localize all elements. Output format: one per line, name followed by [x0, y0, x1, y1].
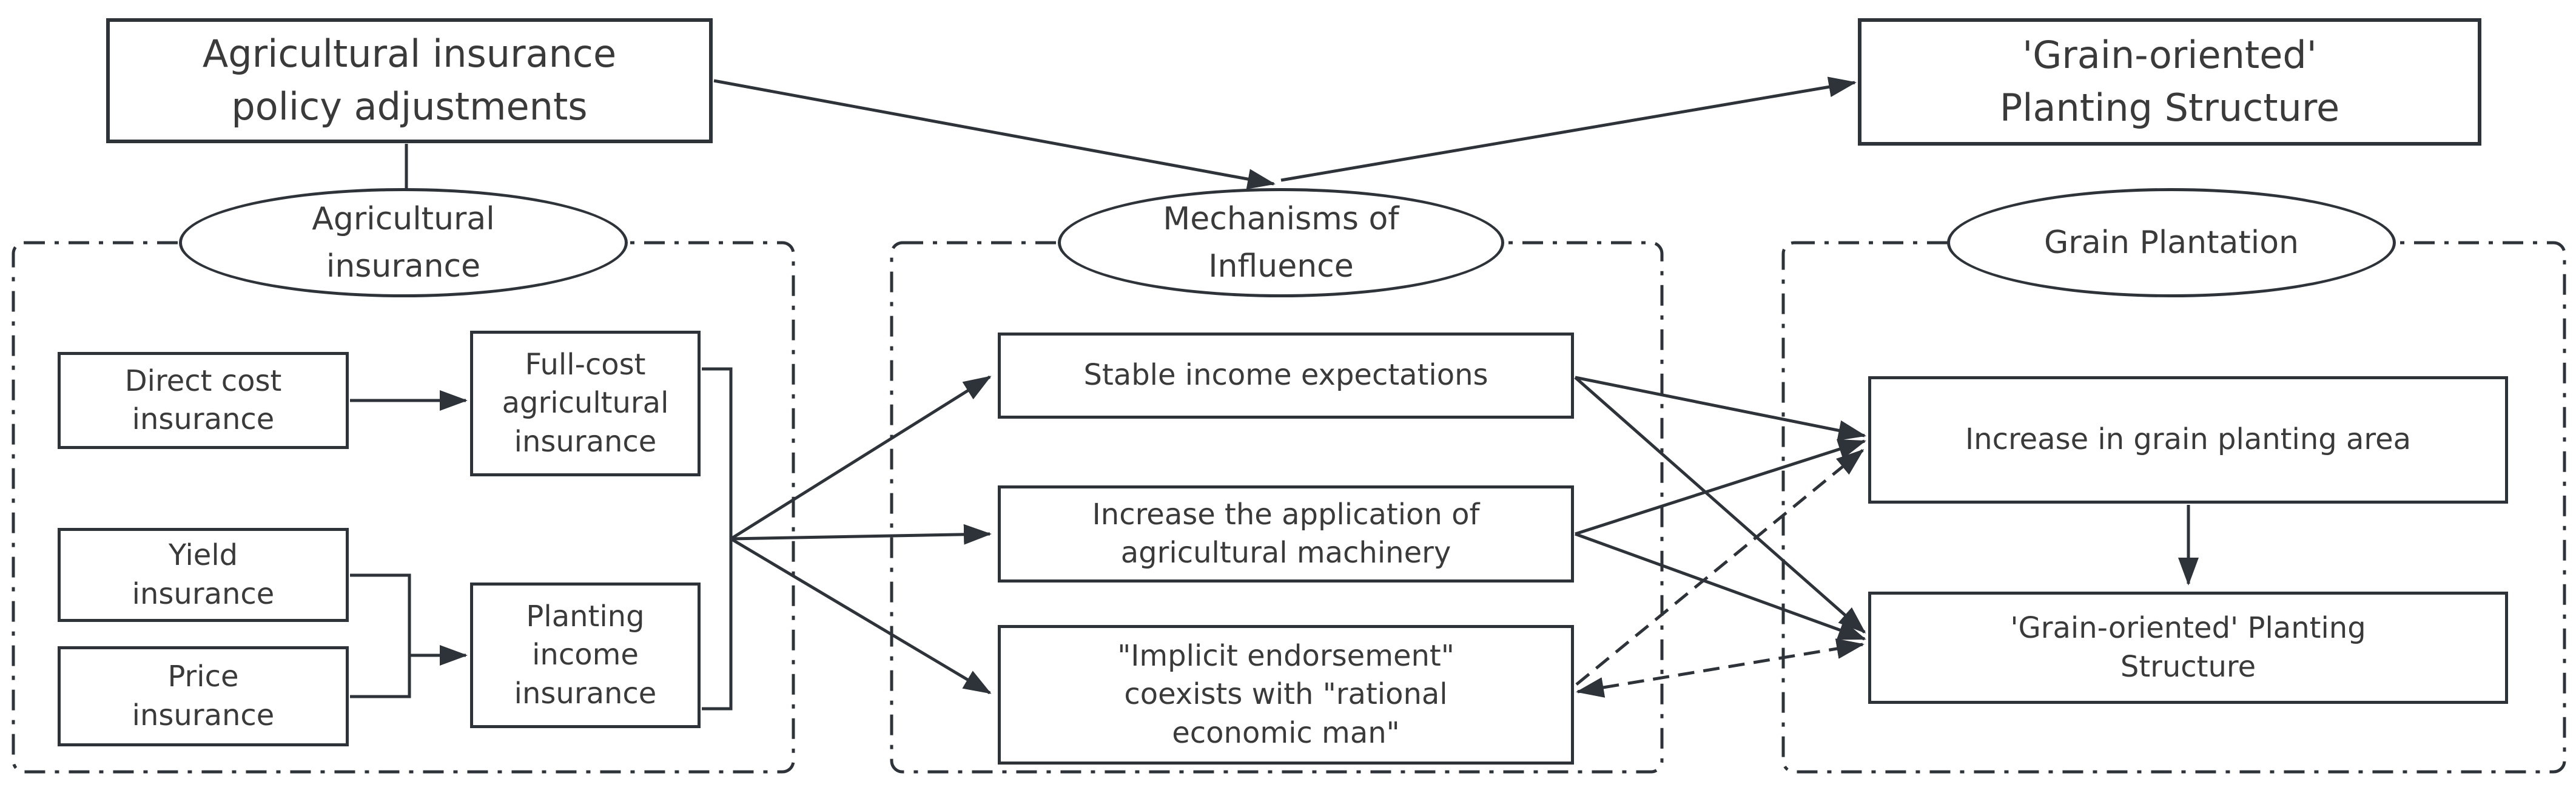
grain-oriented-structure-top-box: 'Grain-oriented' Planting Structure: [1858, 18, 2481, 146]
node-direct-cost-insurance: Direct cost insurance: [58, 352, 349, 449]
node-yield-insurance: Yield insurance: [58, 528, 349, 622]
edge-insurance-to-stable-income: [730, 375, 992, 541]
node-increase-agricultural-machinery: Increase the application of agricultural…: [998, 485, 1574, 583]
node-stable-income-expectations: Stable income expectations: [998, 333, 1574, 419]
mechanisms-of-influence-oval: Mechanisms of Influence: [1058, 188, 1504, 297]
edge-insurance-to-machinery: [730, 524, 992, 545]
edge-machinery-to-grain-area: [1575, 439, 1866, 536]
edge-stable-to-grain-structure: [1574, 376, 1866, 633]
policy-adjustments-box: Agricultural insurance policy adjustment…: [106, 18, 713, 143]
node-implicit-endorsement: "Implicit endorsement" coexists with "ra…: [998, 625, 1574, 765]
node-price-insurance: Price insurance: [58, 646, 349, 746]
edge-machinery-to-grain-structure: [1575, 532, 1866, 641]
joint-yield-price: [350, 573, 411, 698]
node-planting-income-insurance: Planting income insurance: [470, 583, 701, 728]
container-grain-plantation: [1781, 241, 2566, 774]
edge-insurance-to-implicit: [730, 537, 992, 695]
edge-stable-to-grain-area: [1575, 376, 1866, 441]
node-full-cost-agricultural-insurance: Full-cost agricultural insurance: [470, 331, 701, 476]
edge-implicit-grain-structure-bidirectional-dashed: [1576, 638, 1865, 698]
edge-implicit-to-grain-area-dashed: [1575, 449, 1865, 686]
node-grain-oriented-planting-structure: 'Grain-oriented' Planting Structure: [1868, 592, 2508, 704]
bracket-insurance-outputs: [702, 367, 733, 711]
container-agricultural-insurance: [12, 241, 795, 774]
agricultural-insurance-oval: Agricultural insurance: [179, 188, 628, 297]
edge-policy-to-mechanisms-oval: [713, 79, 1276, 189]
node-increase-grain-planting-area: Increase in grain planting area: [1868, 376, 2508, 504]
grain-plantation-oval: Grain Plantation: [1947, 188, 2396, 297]
edge-mechanisms-oval-to-structure-top: [1280, 76, 1857, 182]
